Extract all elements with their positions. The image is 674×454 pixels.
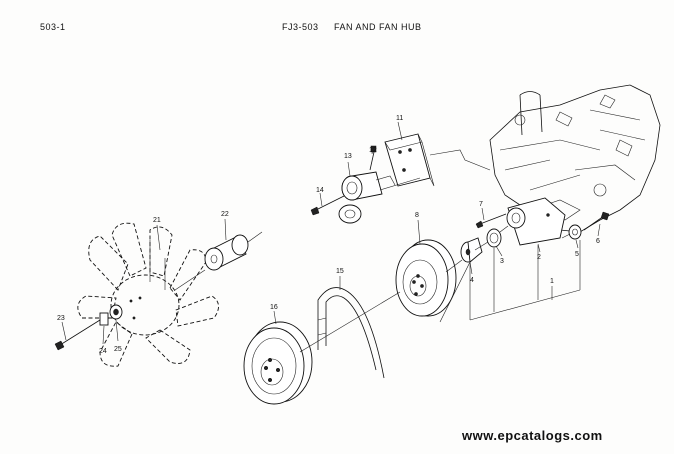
page-number: 503-1 (40, 22, 66, 32)
drive-pulley-part-8 (395, 239, 457, 317)
callout-3: 3 (500, 258, 504, 265)
callout-21: 21 (153, 217, 161, 224)
callout-25: 25 (114, 346, 122, 353)
callout-5: 5 (575, 251, 579, 258)
bolt-part-7 (475, 213, 507, 229)
seal-part-3 (486, 228, 502, 248)
website-watermark: www.epcatalogs.com (462, 428, 603, 443)
leader-lines (61, 121, 601, 345)
callout-8: 8 (415, 212, 419, 219)
fan-spacer-part-22 (204, 234, 249, 271)
hub-part-4 (460, 237, 483, 263)
bolt-part-23 (54, 319, 101, 351)
fan-pulley-part-16 (243, 321, 313, 405)
callout-13: 13 (344, 153, 352, 160)
callout-1: 1 (550, 278, 554, 285)
fan-bracket-part-11 (384, 133, 491, 187)
bolt-part-6 (583, 211, 610, 231)
pump-housing-part-2 (506, 197, 566, 246)
callout-2: 2 (537, 254, 541, 261)
callout-22: 22 (221, 211, 229, 218)
callout-11: 11 (396, 115, 403, 122)
part-callouts: 11 13 12 14 21 22 23 24 25 15 16 8 7 4 3… (57, 115, 600, 355)
callout-7: 7 (479, 201, 483, 208)
page-title: FAN AND FAN HUB (334, 22, 422, 32)
catalog-code: FJ3-503 (282, 22, 319, 32)
v-belt-part-15 (317, 287, 385, 379)
callout-6: 6 (596, 238, 600, 245)
bolt-part-14 (310, 195, 345, 216)
axis-centerlines (174, 177, 571, 353)
bolt-part-12 (369, 145, 377, 171)
callout-24: 24 (99, 348, 107, 355)
cooling-fan-part-21 (77, 222, 219, 367)
callout-12: 12 (369, 147, 377, 154)
callout-4: 4 (470, 277, 474, 284)
assembly-bracket-lines (439, 240, 581, 323)
idler-pulley-part-13 (338, 171, 396, 224)
callout-16: 16 (270, 304, 278, 311)
washer-part-5 (568, 224, 582, 240)
fan-hub-part-24-25 (99, 296, 142, 326)
callout-23: 23 (57, 315, 65, 322)
callout-15: 15 (336, 268, 344, 275)
callout-14: 14 (316, 187, 324, 194)
